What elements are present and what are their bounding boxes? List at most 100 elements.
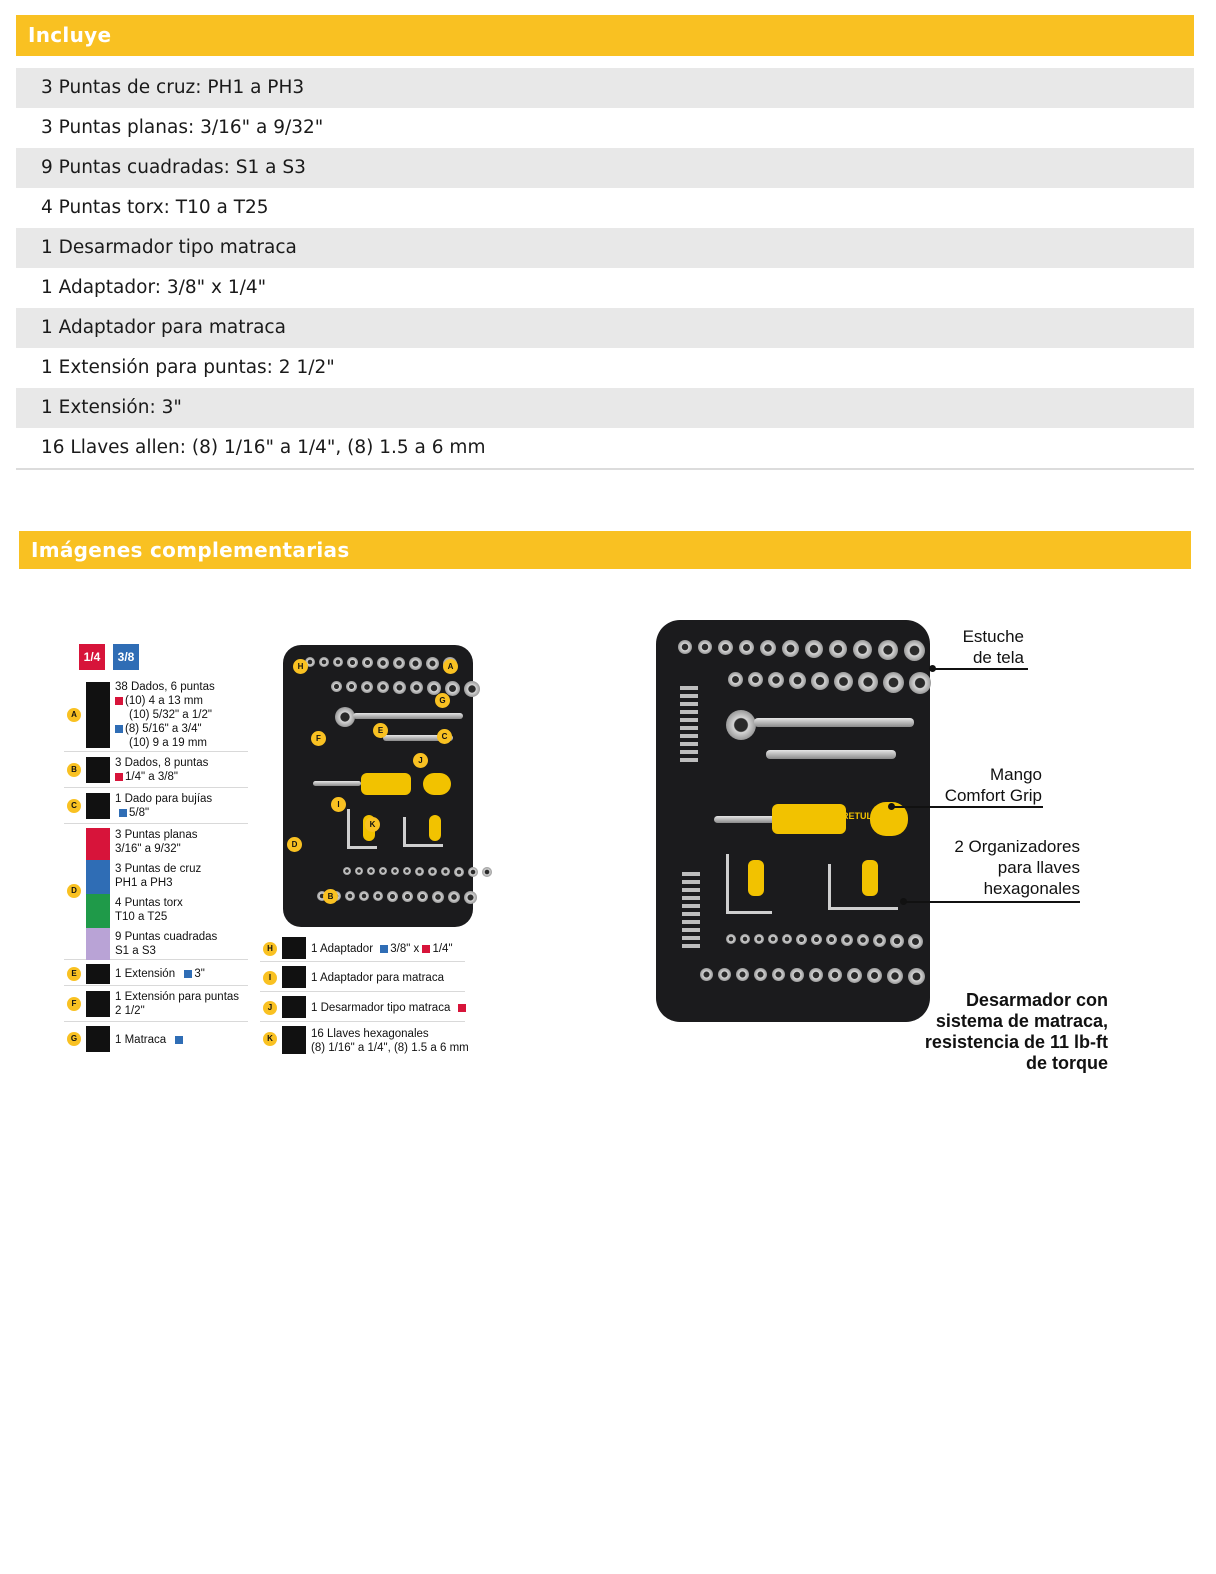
callout-dot xyxy=(929,665,936,672)
socket-row xyxy=(317,891,477,904)
callout-des-l1: Desarmador con xyxy=(965,990,1108,1010)
badge-h: H xyxy=(263,942,277,956)
list-item: 1 Adaptador: 3/8" x 1/4" xyxy=(41,277,267,298)
legend-row-h: H 1 Adaptador 3/8" x 1/4" xyxy=(260,936,465,962)
marker-a: A xyxy=(443,659,458,674)
legend-e-l2: 3" xyxy=(194,968,205,980)
legend-d-p4: 9 Puntas cuadradas xyxy=(115,931,218,943)
list-item: 3 Puntas de cruz: PH1 a PH3 xyxy=(16,68,1194,108)
legend-a-l2: (10) 4 a 13 mm xyxy=(125,695,203,707)
marker-d: D xyxy=(287,837,302,852)
bit-extension-icon xyxy=(86,991,110,1017)
organizer-strap xyxy=(429,815,441,841)
legend-a-l4: (8) 5/16" a 3/4" xyxy=(125,723,202,735)
legend-row-d: D 3 Puntas planas 3/16" a 9/32" 3 Puntas… xyxy=(64,826,248,960)
callout-line xyxy=(934,668,1028,670)
socket-row xyxy=(331,681,480,697)
list-item: 1 Extensión para puntas: 2 1/2" xyxy=(41,357,335,378)
legend-g-title: 1 Matraca xyxy=(115,1034,167,1046)
badge-c: C xyxy=(67,799,81,813)
badge-b: B xyxy=(67,763,81,777)
legend-d-p2: 3 Puntas de cruz xyxy=(115,863,202,875)
brand-label: PRETUL xyxy=(836,811,872,821)
marker-g: G xyxy=(435,693,450,708)
flat-bit-icon xyxy=(86,828,110,860)
legend-h-l2: 3/8" x xyxy=(390,943,420,955)
legend-row-i: I 1 Adaptador para matraca xyxy=(260,964,465,992)
socket-row xyxy=(678,640,925,661)
screwdriver-shaft xyxy=(714,816,814,823)
extension-bar xyxy=(383,735,453,741)
legend-row-k: K 16 Llaves hexagonales (8) 1/16" a 1/4"… xyxy=(260,1024,469,1058)
list-item: 4 Puntas torx: T10 a T25 xyxy=(41,197,269,218)
legend-row-b: B 3 Dados, 8 puntas 1/4" a 3/8" xyxy=(64,754,248,788)
ratchet-handle xyxy=(754,718,914,727)
legend-j-title: 1 Desarmador tipo matraca xyxy=(311,1002,451,1014)
legend-row-c: C 1 Dado para bujías 5/8" xyxy=(64,790,248,824)
marker-j: J xyxy=(413,753,428,768)
legend-row-g: G 1 Matraca xyxy=(64,1024,248,1054)
callout-line xyxy=(893,806,1043,808)
hex-key-icon xyxy=(282,1026,306,1054)
callout-estuche-l1: Estuche xyxy=(962,627,1024,646)
list-item: 16 Llaves allen: (8) 1/16" a 1/4", (8) 1… xyxy=(41,437,486,458)
callout-mango-l2: Comfort Grip xyxy=(944,786,1042,805)
hex-key-set xyxy=(726,854,772,914)
callout-des-l4: de torque xyxy=(1025,1053,1108,1073)
legend-a-title: 38 Dados, 6 puntas xyxy=(115,681,215,693)
legend-h-l3: 1/4" xyxy=(432,943,453,955)
callout-des-l3: resistencia de 11 lb-ft xyxy=(924,1032,1108,1052)
ratchet-head xyxy=(726,710,756,740)
legend-row-a: A 38 Dados, 6 puntas (10) 4 a 13 mm (10)… xyxy=(64,680,248,752)
tool-case-small: H A G E C F J I K D B xyxy=(283,645,492,927)
imagenes-header: Imágenes complementarias xyxy=(19,531,1191,569)
badge-f: F xyxy=(67,997,81,1011)
callout-org-l2: para llaves xyxy=(997,858,1080,877)
badge-j: J xyxy=(263,1001,277,1015)
legend-c-l2: 5/8" xyxy=(129,807,150,819)
screwdriver-handle xyxy=(361,773,411,795)
badge-d: D xyxy=(67,884,81,898)
spark-plug-socket-icon xyxy=(86,793,110,819)
socket-row xyxy=(728,672,931,694)
marker-e: E xyxy=(373,723,388,738)
extension-bar xyxy=(766,750,896,759)
screwdriver-icon xyxy=(282,996,306,1018)
size-badge-quarter: 1/4 xyxy=(79,644,105,670)
legend-d-p2b: PH1 a PH3 xyxy=(115,877,173,889)
callout-estuche: Estuche de tela xyxy=(930,626,1024,668)
callout-estuche-l2: de tela xyxy=(972,648,1024,667)
organizer-strap xyxy=(862,860,878,896)
legend-f-l2: 2 1/2" xyxy=(115,1005,145,1017)
list-item: 9 Puntas cuadradas: S1 a S3 xyxy=(16,148,1194,188)
callout-line xyxy=(905,901,1080,903)
socket-icon xyxy=(86,757,110,783)
screwdriver-grip xyxy=(423,773,451,795)
legend-b-l2: 1/4" a 3/8" xyxy=(125,771,178,783)
legend-row-e: E 1 Extensión 3" xyxy=(64,962,248,986)
legend-b-title: 3 Dados, 8 puntas xyxy=(115,757,209,769)
badge-e: E xyxy=(67,967,81,981)
callout-dot xyxy=(888,803,895,810)
callout-org-l1: 2 Organizadores xyxy=(954,837,1080,856)
legend-d-p3: 4 Puntas torx xyxy=(115,897,183,909)
list-item: 1 Desarmador tipo matraca xyxy=(16,228,1194,268)
marker-c: C xyxy=(437,729,452,744)
legend-h-title: 1 Adaptador xyxy=(311,943,374,955)
legend-k-title: 16 Llaves hexagonales xyxy=(311,1028,429,1040)
square-bit-icon xyxy=(86,928,110,960)
socket-row xyxy=(305,657,457,671)
bit-holder xyxy=(680,686,698,766)
socket-icon xyxy=(86,682,110,748)
legend-a-l3: (10) 5/32" a 1/2" xyxy=(129,709,212,721)
list-item: 1 Adaptador para matraca xyxy=(16,308,1194,348)
incluye-header: Incluye xyxy=(16,15,1194,56)
badge-i: I xyxy=(263,971,277,985)
ratchet-handle xyxy=(353,713,463,719)
badge-a: A xyxy=(67,708,81,722)
callout-dot xyxy=(900,898,907,905)
hex-key-set xyxy=(828,864,898,910)
torx-bit-icon xyxy=(86,894,110,928)
legend-i-title: 1 Adaptador para matraca xyxy=(311,972,444,984)
callout-mango: Mango Comfort Grip xyxy=(900,764,1042,806)
